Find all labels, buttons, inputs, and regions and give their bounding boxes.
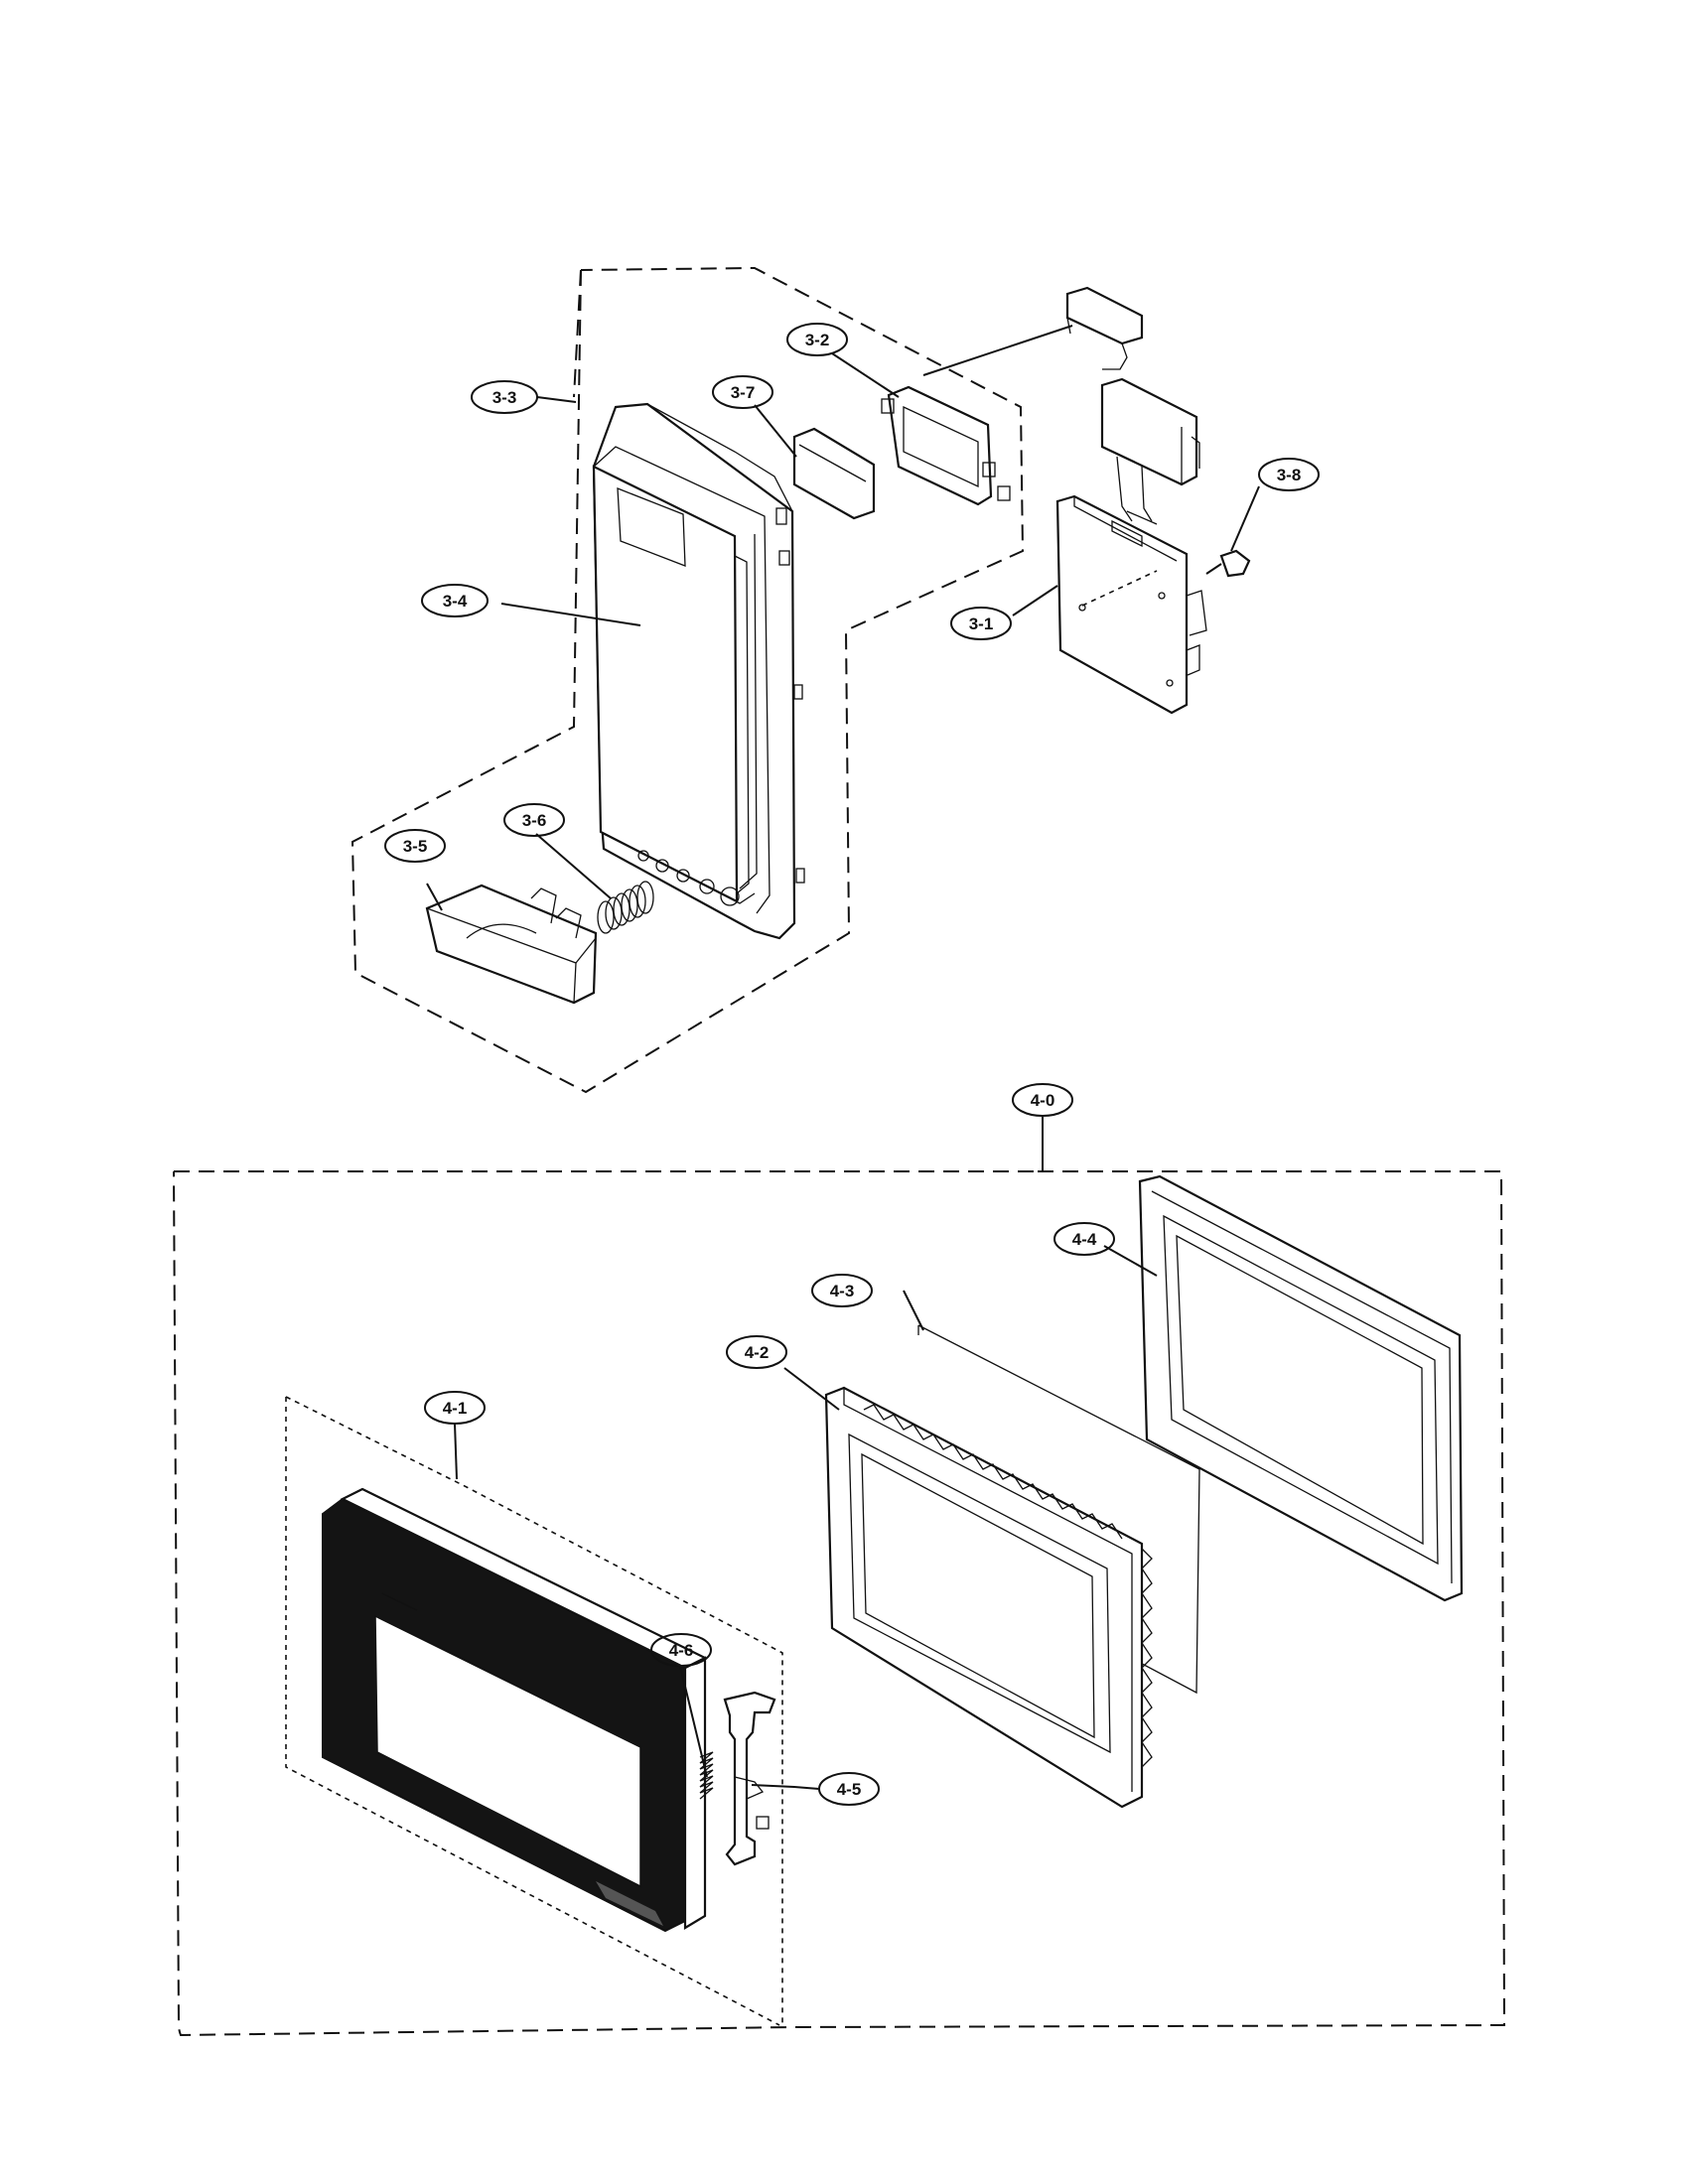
callout-3-5: 3-5 (384, 829, 446, 863)
part-4-1-outer-door (322, 1487, 708, 1933)
callout-label: 3-8 (1277, 466, 1302, 484)
callout-label: 4-4 (1072, 1230, 1097, 1249)
part-3-1-circuit-board (1055, 494, 1207, 715)
ribbon-cable (1116, 456, 1158, 525)
callout-4-5: 4-5 (818, 1772, 880, 1806)
callout-label: 3-5 (403, 837, 428, 856)
callout-3-6: 3-6 (503, 803, 565, 837)
door-group-outline (173, 1170, 1506, 2037)
control-panel-face (592, 465, 750, 903)
part-4-5-latch (723, 1691, 776, 1866)
callout-label: 4-2 (745, 1343, 770, 1362)
callout-4-0: 4-0 (1012, 1083, 1073, 1117)
callout-4-6: 4-6 (650, 1633, 712, 1667)
callout-label: 3-7 (731, 383, 756, 402)
callout-3-2: 3-2 (786, 323, 848, 356)
callout-label: 4-1 (443, 1399, 468, 1418)
callout-3-1: 3-1 (950, 607, 1012, 640)
callout-3-7: 3-7 (712, 375, 773, 409)
part-3-7-plate (792, 427, 876, 520)
part-4-4-door-frame (1138, 1174, 1464, 1602)
callout-4-4: 4-4 (1053, 1222, 1115, 1256)
callout-3-4: 3-4 (421, 584, 489, 617)
callout-label: 3-1 (969, 614, 994, 633)
part-3-6-spring (597, 881, 654, 934)
leader-lines (426, 325, 1260, 1790)
display-module (1065, 286, 1144, 370)
display-board (1100, 377, 1200, 486)
control-panel-bottom-buttons (637, 850, 740, 906)
callout-label: 3-6 (522, 811, 547, 830)
callout-label: 4-5 (837, 1780, 862, 1799)
callout-label: 4-0 (1031, 1091, 1055, 1110)
part-4-2-door-inner-frame (824, 1386, 1153, 1809)
callout-label: 3-2 (805, 331, 830, 349)
callout-4-2: 4-2 (726, 1335, 787, 1369)
part-4-6-spring (699, 1751, 714, 1800)
callout-4-3: 4-3 (811, 1274, 873, 1307)
callout-label: 3-3 (492, 388, 517, 407)
callout-label: 4-6 (669, 1641, 694, 1660)
callout-label: 3-4 (443, 592, 468, 611)
part-3-2-bracket (881, 385, 1011, 506)
callout-3-8: 3-8 (1258, 458, 1320, 491)
control-panel-group-outline (351, 266, 1025, 1094)
callout-3-3: 3-3 (471, 380, 538, 414)
callout-4-1: 4-1 (424, 1391, 486, 1425)
callout-label: 4-3 (830, 1282, 855, 1300)
part-3-8-screw (1205, 549, 1251, 578)
door-inner-group-outline (285, 1396, 783, 2027)
part-3-5-door-button (425, 884, 598, 1005)
